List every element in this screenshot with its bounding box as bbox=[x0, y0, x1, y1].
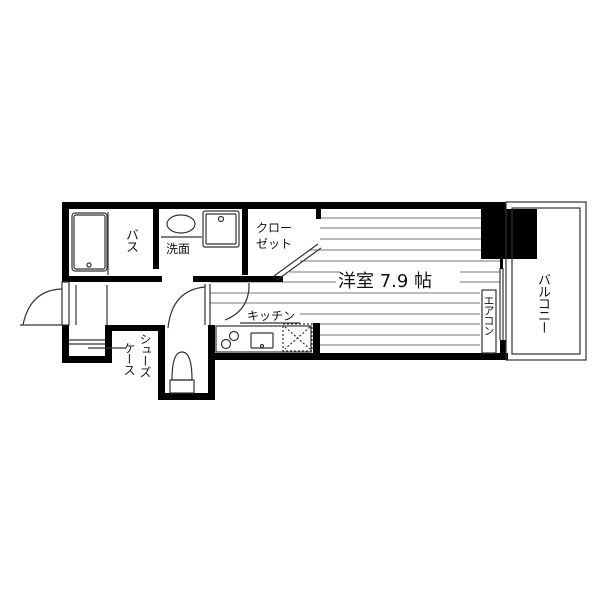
closet-label-line2: ゼット bbox=[256, 237, 293, 251]
bath-label: バス bbox=[123, 228, 138, 252]
shoe-case-label-line1: シューズ bbox=[138, 333, 152, 377]
aircon-label: エアコン bbox=[482, 295, 495, 335]
shoe-case-label-line2: ケース bbox=[122, 342, 136, 375]
fixtures bbox=[20, 201, 587, 394]
walls bbox=[62, 202, 537, 400]
kitchen-label: キッチン bbox=[247, 309, 296, 323]
closet-label-line1: クロー bbox=[256, 221, 293, 235]
western-room-label: 洋室 7.9 帖 bbox=[336, 271, 435, 292]
floor-stripes bbox=[210, 217, 500, 346]
washroom-label: 洗面 bbox=[166, 242, 191, 256]
balcony-label: バルコニー bbox=[535, 273, 550, 333]
